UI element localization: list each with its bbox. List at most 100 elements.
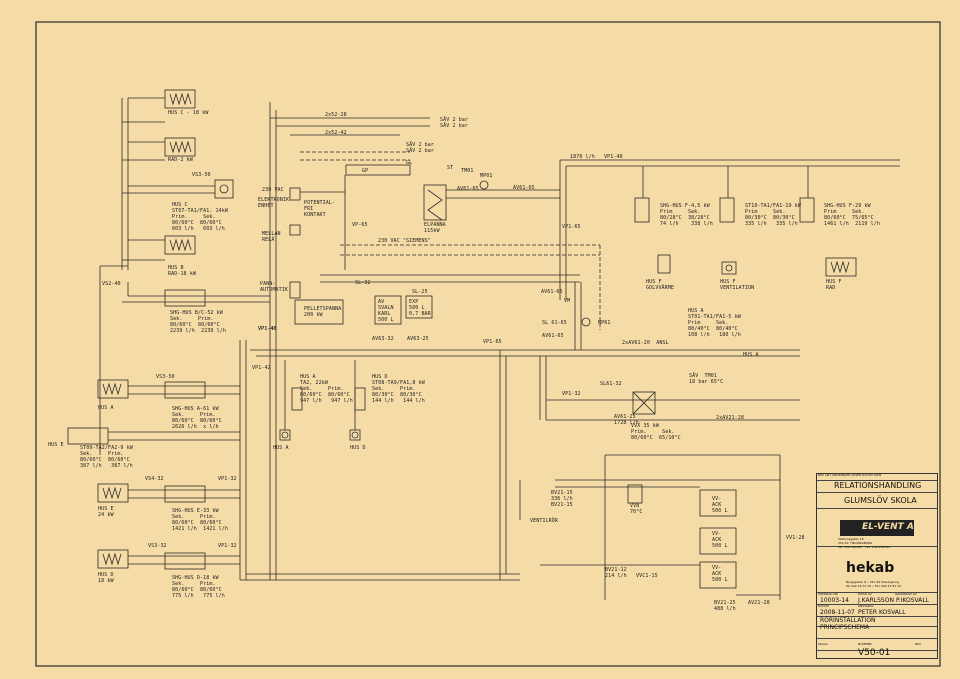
label-hus-e-left: HUS E — [48, 442, 64, 448]
radiator-hus-d — [97, 549, 129, 569]
label-shg-e: SHG-HUS E-33 kW Sek. Prim. 80/60°C 80/60… — [172, 508, 228, 532]
label-st09: ST09-TA2/FA2-9 kW Sek. Prim. 80/60°C 80/… — [80, 445, 133, 469]
label-hus-c-block: HUS C ST07-TA1/FA1. 14kW Prim. Sek. 80/6… — [172, 202, 228, 232]
uppdrag-nr: 10003-14 — [820, 597, 849, 604]
label-vp-65: VP-65 — [352, 222, 368, 228]
vv-ack-3 — [699, 561, 737, 589]
label-av61-65b: AV61-65 — [513, 185, 535, 191]
hx-shg-e — [164, 485, 206, 503]
label-vs3-32: VS3-32 — [148, 543, 167, 549]
label-exp: EXP 500 L 0,7 BAR — [409, 299, 431, 317]
label-sl61-65: SL 61-65 — [542, 320, 567, 326]
label-vvx-35: VVX 35 kW Prim. Sek. 80/60°C 65/10°C — [631, 423, 681, 441]
granskad-av: P.IKOSVALL — [896, 597, 930, 604]
radiator-hus-b — [164, 235, 196, 255]
rev-header: REV ANT ÄNDRINGEN AVSER DATUM SIGN — [818, 473, 882, 477]
label-av61-20: 2xAV61-20 ANSL — [622, 340, 669, 346]
label-st: ST — [447, 165, 454, 171]
label-elpanna: ELPANNA 115kW — [424, 222, 446, 234]
label-av-svaln: AV SVALN KARL 500 L — [378, 299, 394, 323]
hx-st10 — [719, 197, 735, 223]
label-shg-f: SHG-HUS F-4,5 kW Prim Sek. 80/28°C 38/28… — [660, 203, 713, 227]
label-vp1-40c: VP1-40 — [258, 326, 277, 332]
label-shg-bc: SHG-HUS B/C-52 kW Sek. Prim. 80/60°C 80/… — [170, 310, 226, 334]
project-name: GLUMSLÖV SKOLA — [844, 496, 917, 505]
label-vp1-65b: VP1-65 — [483, 339, 502, 345]
label-av21-28b: AV21-28 — [748, 600, 770, 606]
label-hus-f-vent: HUS F VENTILATION — [720, 279, 755, 291]
label-vv-ack-1: VV- ACK 500 L — [712, 496, 728, 514]
label-hus-c-18: HUS C - 18 kW — [168, 110, 209, 116]
label-sav-2bar-b: SÄV 2 bar SÄV 2 bar — [406, 142, 434, 154]
label-sl61-32: SL61-32 — [600, 381, 622, 387]
label-mp61: MP61 — [598, 320, 611, 326]
elpanna — [423, 184, 447, 221]
border-frame — [35, 21, 941, 667]
label-hus-b-rad: HUS B RAD-18 kW — [168, 265, 196, 277]
uppdrag-label: UPPDRAG NR — [818, 592, 838, 596]
hx-shg-a — [164, 381, 206, 399]
label-hus-a-right: HUS A — [743, 352, 759, 358]
label-st10: ST10-TA1/FA1-19 kW Prim Sek. 80/30°C 80/… — [745, 203, 801, 227]
hx-shg-f — [634, 197, 650, 223]
hx-shg-bc — [164, 289, 206, 307]
label-hus-d-18: HUS D 18 kW — [98, 572, 114, 584]
label-bv21-12: BV21-12 214 l/h — [605, 567, 627, 579]
hekab-address: Bergsgatan 6 • 25x 46 Helsingborg Tel 04… — [846, 580, 901, 588]
label-av61-65a: AV61-65 — [457, 186, 479, 192]
label-vp1-40b: VP1-40 — [604, 154, 623, 160]
label-vp1-65a: VP1-65 — [562, 224, 581, 230]
radiator-hus-a — [97, 379, 129, 399]
svaln-karl — [374, 295, 402, 325]
label-vv1-28: VV1-28 — [786, 535, 805, 541]
radiator-hus-f — [825, 257, 857, 277]
label-vac-siemens: 230 VAC "SIEMENS" — [378, 238, 431, 244]
label-vp1-32c: VP1-32 — [562, 391, 581, 397]
ritad-label: RITAD AV — [858, 592, 872, 596]
hekab-logo: hekab — [846, 560, 895, 576]
label-shg-f29: SHG-HUS F-29 kW Prim Sek. 80/60°C 75/65°… — [824, 203, 880, 227]
radiator-hus-e — [97, 483, 129, 503]
label-ventilror: VENTILRÖR — [530, 518, 558, 524]
label-vp1-40a: VP1-40 — [258, 326, 277, 332]
pump-hus-c — [214, 179, 234, 199]
company-name: EL-VENT AB — [862, 522, 921, 532]
label-potential: POTENTIAL- FRI KONTAKT — [304, 200, 336, 218]
label-av61-25: AV61-25 1728 l/h — [614, 414, 639, 426]
label-gp: GP — [362, 168, 369, 174]
label-vac230: 230 VAC — [262, 187, 284, 193]
granskad-label: GRANSKAD AV — [895, 592, 917, 596]
vv-ack-1 — [699, 489, 737, 517]
label-vvb: VVB 70°C — [630, 503, 643, 515]
pump-hus-a — [279, 429, 291, 441]
ritad-av: J.KARLSSON — [858, 597, 894, 604]
label-sl-25: SL-25 — [412, 289, 428, 295]
label-shg-d: SHG-HUS D-18 kW Sek. Prim. 80/60°C 80/60… — [172, 575, 225, 599]
vent-pump — [721, 261, 737, 275]
vv-ack-2 — [699, 527, 737, 555]
label-vs3-50: VS3-50 — [192, 172, 211, 178]
label-hus-a: HUS A — [98, 405, 114, 411]
label-av61-65c: AV61-65 — [541, 289, 563, 295]
label-sav-2bar: SÄV 2 bar SÄV 2 bar — [440, 117, 468, 129]
radiator-rad-2 — [164, 137, 196, 157]
label-vp1-32b: VP1-32 — [218, 543, 237, 549]
label-vs3-50b: VS3-50 — [156, 374, 175, 380]
label-flow-1870: 1870 l/h — [570, 154, 595, 160]
company-address: Stationsgatan 16 252 49 HELSINGBORG Tel.… — [838, 537, 891, 549]
label-vvc1-15: VVC1-15 — [636, 573, 658, 579]
label-sav-18bar: SÄV TM01 18 bar 65°C — [689, 373, 724, 385]
exp-tank — [405, 295, 433, 319]
label-vm: VM — [564, 298, 571, 304]
datum: 2008-11-07 — [820, 609, 855, 616]
label-vp1-32a: VP1-32 — [218, 476, 237, 482]
label-vs2-40: VS2-40 — [102, 281, 121, 287]
label-mellan-rela: MELLAN RELÄ — [262, 231, 281, 243]
radiator-hus-c — [164, 89, 196, 109]
pump-hus-d — [349, 429, 361, 441]
vvx-35 — [632, 391, 656, 415]
hx-shg-d — [164, 552, 206, 570]
doc-type: RELATIONSHANDLING — [834, 481, 922, 490]
ansvarig-label: ANSVARIG — [858, 604, 874, 608]
